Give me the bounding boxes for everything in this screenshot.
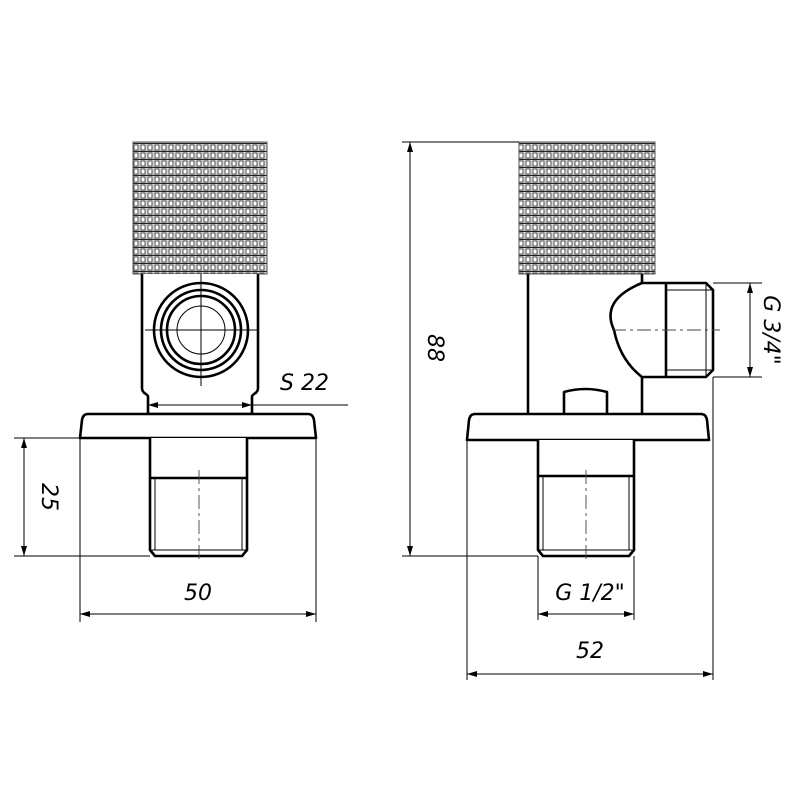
drain-button: [562, 387, 609, 414]
dimension-52: 52: [466, 377, 714, 680]
dimension-88: 88: [402, 141, 538, 557]
outlet-thread-label: G 3/4": [758, 295, 783, 365]
wrench-size-label: S 22: [280, 371, 329, 396]
inlet-thread-label: G 1/2": [555, 581, 625, 606]
flange-width-front-label: 50: [184, 581, 212, 606]
flange-side: [465, 412, 711, 442]
dimension-50: 50: [79, 438, 317, 622]
flange: [78, 412, 318, 440]
inlet-pipe: [148, 438, 249, 558]
front-view: [78, 141, 318, 560]
dimension-g12: G 1/2": [537, 556, 635, 620]
flange-width-side-label: 52: [576, 639, 604, 664]
outlet-port-circles: [145, 274, 257, 386]
knurled-handle: [132, 141, 268, 275]
knurled-handle-side: [518, 141, 656, 275]
side-view: [465, 141, 720, 560]
dimension-25: 25: [14, 437, 150, 557]
total-height-label: 88: [422, 334, 447, 362]
outlet-pipe: [642, 281, 715, 379]
connection-length-label: 25: [36, 483, 61, 511]
dimension-s22: S 22: [148, 371, 348, 408]
dimension-g34: G 3/4": [713, 282, 783, 378]
